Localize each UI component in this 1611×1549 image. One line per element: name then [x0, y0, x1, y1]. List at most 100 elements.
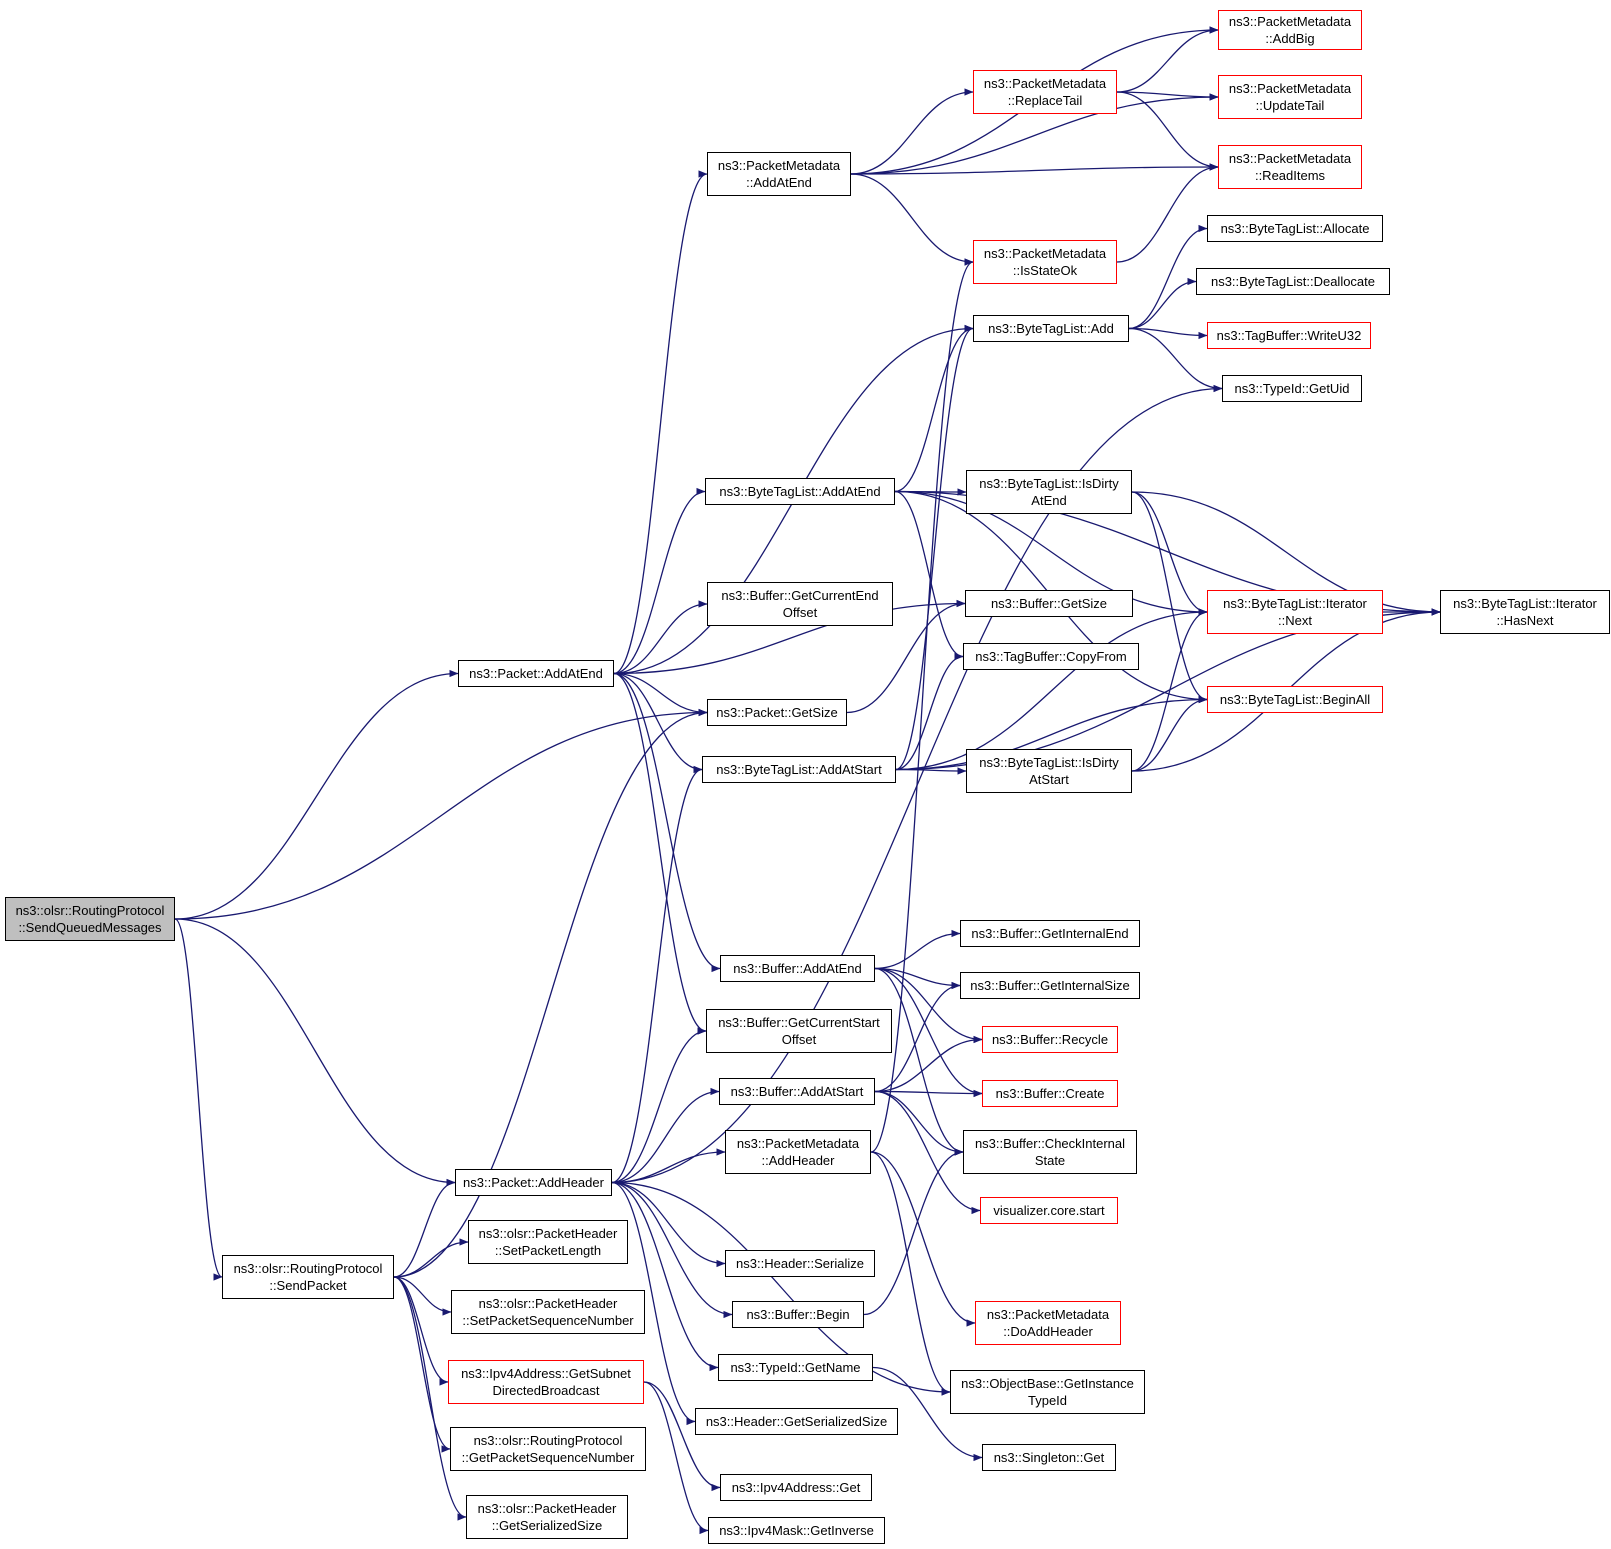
edge-typeid-getname-to-singleton-get — [872, 1366, 983, 1462]
node-pm-replacetail[interactable]: ns3::PacketMetadata::ReplaceTail — [973, 70, 1117, 114]
edge-send-packet-to-ph-setpacketlength — [393, 1238, 469, 1278]
node-btl-beginall[interactable]: ns3::ByteTagList::BeginAll — [1207, 686, 1383, 713]
node-buf-getsize[interactable]: ns3::Buffer::GetSize — [965, 590, 1133, 617]
node-buf-getinternalend[interactable]: ns3::Buffer::GetInternalEnd — [960, 920, 1140, 947]
node-ph-setpacketlength[interactable]: ns3::olsr::PacketHeader::SetPacketLength — [468, 1220, 628, 1264]
node-label-line: ns3::ByteTagList::IsDirty — [979, 476, 1119, 491]
node-buf-begin[interactable]: ns3::Buffer::Begin — [732, 1301, 864, 1328]
node-label-line: TypeId — [1027, 1393, 1068, 1408]
node-label-line: ::ReadItems — [1254, 168, 1326, 183]
node-buf-recycle[interactable]: ns3::Buffer::Recycle — [982, 1026, 1118, 1053]
node-label-line: ::AddHeader — [761, 1153, 835, 1168]
node-tb-copyfrom[interactable]: ns3::TagBuffer::CopyFrom — [963, 643, 1139, 670]
node-typeid-getname[interactable]: ns3::TypeId::GetName — [718, 1354, 873, 1381]
node-label-line: ns3::TagBuffer::WriteU32 — [1216, 328, 1362, 343]
node-buf-addatstart[interactable]: ns3::Buffer::AddAtStart — [719, 1078, 875, 1105]
node-btl-deallocate[interactable]: ns3::ByteTagList::Deallocate — [1196, 268, 1390, 295]
edge-btl-add-to-typeid-getuid — [1128, 327, 1223, 393]
node-pm-readitems[interactable]: ns3::PacketMetadata::ReadItems — [1218, 145, 1362, 189]
node-label-line: ns3::PacketMetadata — [1228, 14, 1352, 29]
node-label-line: ns3::Header::Serialize — [736, 1256, 864, 1271]
node-label-line: ns3::Buffer::Recycle — [991, 1032, 1109, 1047]
node-packet-getsize[interactable]: ns3::Packet::GetSize — [707, 699, 847, 726]
node-send-packet[interactable]: ns3::olsr::RoutingProtocol::SendPacket — [222, 1255, 394, 1299]
edge-buf-addatend-to-buf-create — [874, 967, 983, 1098]
node-ph-getserializedsize[interactable]: ns3::olsr::PacketHeader::GetSerializedSi… — [466, 1495, 628, 1539]
edge-packet-addheader-to-btl-addatstart — [611, 765, 703, 1184]
edge-packet-addheader-to-typeid-getuid — [611, 384, 1223, 1184]
node-pm-isstateok[interactable]: ns3::PacketMetadata::IsStateOk — [973, 240, 1117, 284]
node-label-line: ns3::TypeId::GetUid — [1234, 381, 1350, 396]
node-label-line: ns3::PacketMetadata — [983, 246, 1107, 261]
node-hdr-serialize[interactable]: ns3::Header::Serialize — [725, 1250, 875, 1277]
node-label-line: ::SetPacketLength — [494, 1243, 602, 1258]
edge-packet-addatend-to-buf-getcurrentendoffset — [613, 600, 708, 675]
edge-buf-addatstart-to-buf-getinternalsize — [874, 981, 961, 1093]
node-label-line: DirectedBroadcast — [492, 1383, 600, 1398]
node-btl-allocate[interactable]: ns3::ByteTagList::Allocate — [1207, 215, 1383, 242]
node-viz-core-start[interactable]: visualizer.core.start — [980, 1197, 1118, 1224]
node-btl-add[interactable]: ns3::ByteTagList::Add — [973, 315, 1129, 342]
node-label-line: ns3::Buffer::GetCurrentEnd — [721, 588, 879, 603]
node-packet-addheader[interactable]: ns3::Packet::AddHeader — [455, 1169, 612, 1196]
node-pm-doaddheader[interactable]: ns3::PacketMetadata::DoAddHeader — [975, 1301, 1121, 1345]
node-label-line: ns3::ObjectBase::GetInstance — [961, 1376, 1134, 1391]
node-rp-getpacketseqnum[interactable]: ns3::olsr::RoutingProtocol::GetPacketSeq… — [450, 1427, 646, 1471]
node-singleton-get[interactable]: ns3::Singleton::Get — [982, 1444, 1116, 1471]
node-ipv4-get[interactable]: ns3::Ipv4Address::Get — [720, 1474, 872, 1501]
node-btl-addatend[interactable]: ns3::ByteTagList::AddAtEnd — [705, 478, 895, 505]
node-buf-getinternalsize[interactable]: ns3::Buffer::GetInternalSize — [960, 972, 1140, 999]
edge-send-packet-to-ph-setpacketseqnum — [393, 1276, 452, 1316]
node-label-line: ::HasNext — [1496, 613, 1554, 628]
edge-send-packet-to-packet-getsize — [393, 708, 708, 1278]
node-pm-addatend[interactable]: ns3::PacketMetadata::AddAtEnd — [707, 152, 851, 196]
node-label-line: ns3::olsr::RoutingProtocol — [473, 1433, 623, 1448]
node-tb-writeu32[interactable]: ns3::TagBuffer::WriteU32 — [1207, 322, 1371, 349]
node-label-line: ::SendPacket — [269, 1278, 347, 1293]
node-btl-addatstart[interactable]: ns3::ByteTagList::AddAtStart — [702, 756, 896, 783]
edge-send-packet-to-rp-getpacketseqnum — [393, 1276, 451, 1453]
edge-buf-addatstart-to-buf-checkinternalstate — [874, 1090, 964, 1156]
node-buf-addatend[interactable]: ns3::Buffer::AddAtEnd — [720, 955, 875, 982]
node-typeid-getuid[interactable]: ns3::TypeId::GetUid — [1222, 375, 1362, 402]
edge-pm-addatend-to-pm-readitems — [850, 163, 1219, 175]
node-label-line: ns3::Packet::AddHeader — [463, 1175, 604, 1190]
edge-pm-replacetail-to-pm-readitems — [1116, 91, 1219, 171]
edge-packet-addheader-to-hdr-getserializedsize — [611, 1181, 696, 1426]
node-label-line: ns3::Header::GetSerializedSize — [705, 1414, 888, 1429]
node-btl-iter-hasnext[interactable]: ns3::ByteTagList::Iterator::HasNext — [1440, 590, 1610, 634]
edge-packet-addatend-to-buf-getsize — [613, 599, 966, 675]
node-btl-iter-next[interactable]: ns3::ByteTagList::Iterator::Next — [1207, 590, 1383, 634]
node-label-line: ns3::PacketMetadata — [717, 158, 841, 173]
node-hdr-getserializedsize[interactable]: ns3::Header::GetSerializedSize — [695, 1408, 898, 1435]
node-pm-updatetail[interactable]: ns3::PacketMetadata::UpdateTail — [1218, 75, 1362, 119]
node-label-line: ns3::Buffer::GetInternalEnd — [971, 926, 1129, 941]
edge-send-queued-to-packet-addatend — [174, 669, 459, 920]
node-ph-setpacketseqnum[interactable]: ns3::olsr::PacketHeader::SetPacketSequen… — [451, 1290, 645, 1334]
node-label-line: ::ReplaceTail — [1007, 93, 1083, 108]
node-label-line: ns3::Buffer::AddAtEnd — [733, 961, 862, 976]
node-packet-addatend[interactable]: ns3::Packet::AddAtEnd — [458, 660, 614, 687]
node-label-line: ns3::PacketMetadata — [736, 1136, 860, 1151]
node-pm-addheader[interactable]: ns3::PacketMetadata::AddHeader — [725, 1130, 871, 1174]
node-label-line: ns3::Packet::GetSize — [716, 705, 838, 720]
node-label-line: ns3::Buffer::GetSize — [990, 596, 1108, 611]
node-label-line: Offset — [782, 605, 818, 620]
node-pm-addbig[interactable]: ns3::PacketMetadata::AddBig — [1218, 10, 1362, 50]
node-label-line: ns3::ByteTagList::IsDirty — [979, 755, 1119, 770]
node-label-line: ns3::ByteTagList::Iterator — [1453, 596, 1597, 611]
edge-pm-addatend-to-pm-updatetail — [850, 93, 1219, 175]
node-ipv4mask-getinverse[interactable]: ns3::Ipv4Mask::GetInverse — [708, 1517, 885, 1544]
edge-pm-addheader-to-pm-isstateok — [870, 258, 974, 1153]
edge-pm-addatend-to-pm-replacetail — [850, 88, 974, 175]
node-label-line: ns3::Ipv4Address::Get — [731, 1480, 861, 1495]
node-buf-create[interactable]: ns3::Buffer::Create — [982, 1080, 1118, 1107]
